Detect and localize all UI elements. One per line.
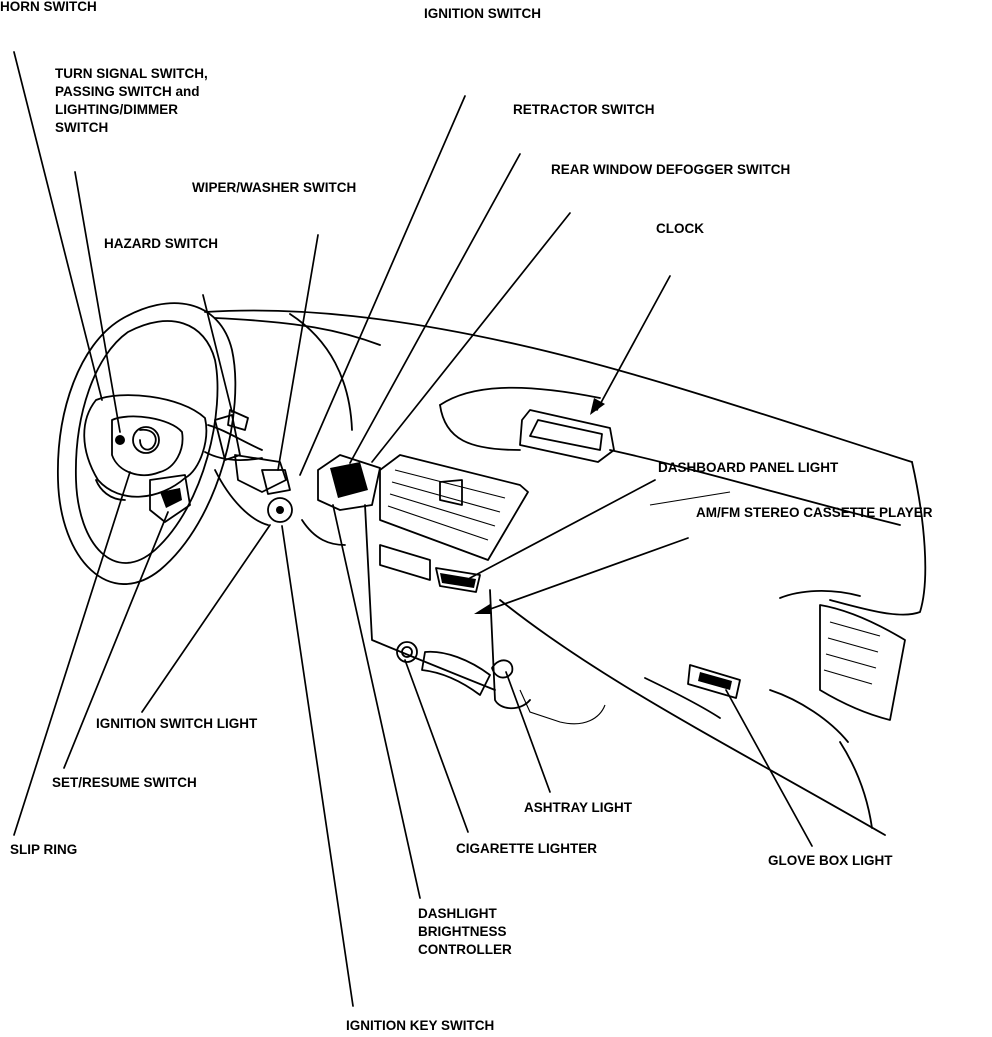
label-cigarette-lighter: CIGARETTE LIGHTER (456, 841, 597, 856)
leader-slip-ring (13, 471, 131, 836)
leader-set-resume-switch (63, 511, 169, 769)
label-turn-signal-line2: PASSING SWITCH and (55, 84, 200, 99)
leader-lines (13, 51, 813, 1007)
leader-cigarette-lighter (404, 659, 469, 833)
label-clock: CLOCK (656, 221, 704, 236)
callout-labels: HORN SWITCH IGNITION SWITCH TURN SIGNAL … (0, 0, 933, 1033)
label-horn-switch: HORN SWITCH (0, 0, 97, 14)
leader-retractor-switch (349, 153, 521, 464)
leader-ashtray-light (505, 671, 551, 793)
label-ignition-key-switch: IGNITION KEY SWITCH (346, 1018, 494, 1032)
leader-horn-switch (13, 51, 103, 401)
leader-dashboard-panel-light (469, 479, 656, 579)
leader-wiper-washer-switch (277, 234, 319, 471)
label-wiper-washer-switch: WIPER/WASHER SWITCH (192, 180, 356, 195)
label-glove-box-light: GLOVE BOX LIGHT (768, 853, 893, 868)
label-rear-defogger-switch: REAR WINDOW DEFOGGER SWITCH (551, 162, 790, 177)
label-slip-ring: SLIP RING (10, 842, 77, 857)
label-turn-signal-line1: TURN SIGNAL SWITCH, (55, 66, 208, 81)
leader-ignition-switch-light (141, 524, 271, 713)
label-dashlight-line3: CONTROLLER (418, 942, 512, 957)
label-ignition-switch: IGNITION SWITCH (424, 6, 541, 21)
label-dashlight-line1: DASHLIGHT (418, 906, 497, 921)
label-hazard-switch: HAZARD SWITCH (104, 236, 218, 251)
label-turn-signal-line4: SWITCH (55, 120, 108, 135)
leader-rear-defogger-switch (371, 212, 571, 463)
leader-turn-signal-switch (74, 171, 121, 433)
leader-stereo (481, 537, 689, 613)
label-ashtray-light: ASHTRAY LIGHT (524, 800, 633, 815)
label-dashboard-panel-light: DASHBOARD PANEL LIGHT (658, 460, 839, 475)
label-set-resume-switch: SET/RESUME SWITCH (52, 775, 197, 790)
leader-dashlight-controller (332, 504, 421, 899)
leader-clock (596, 275, 671, 411)
leader-glove-box-light (725, 689, 813, 847)
leader-ignition-key-switch (281, 525, 354, 1007)
label-retractor-switch: RETRACTOR SWITCH (513, 102, 655, 117)
dashboard-illustration (57, 302, 927, 836)
leader-hazard-switch (202, 294, 233, 413)
label-dashlight-line2: BRIGHTNESS (418, 924, 507, 939)
label-ignition-switch-light: IGNITION SWITCH LIGHT (96, 716, 258, 731)
leader-ignition-switch (299, 95, 466, 476)
label-turn-signal-line3: LIGHTING/DIMMER (55, 102, 178, 117)
label-stereo: AM/FM STEREO CASSETTE PLAYER (696, 505, 933, 520)
